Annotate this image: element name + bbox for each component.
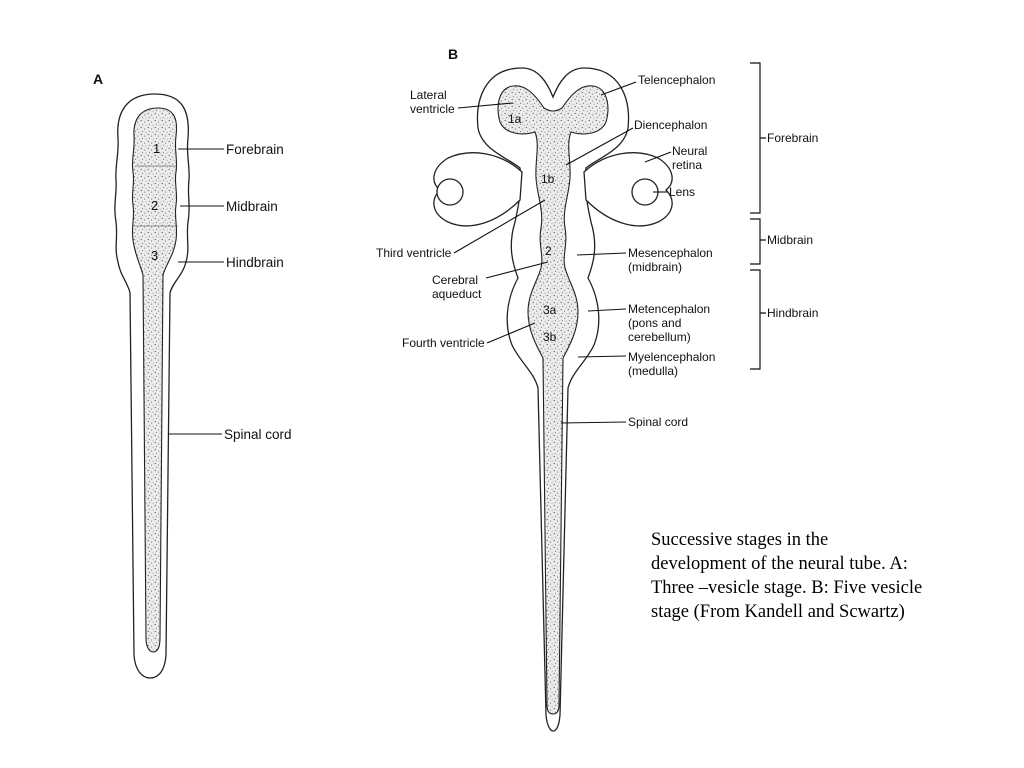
panel-a-label-midbrain: Midbrain <box>226 199 278 214</box>
panel-b-label-myelencephalon: Myelencephalon (medulla) <box>628 350 719 378</box>
panel-b-label-lens: Lens <box>669 185 695 199</box>
panel-b-label-cerebral-aqueduct: Cerebral aqueduct <box>432 273 482 301</box>
panel-a-vesicle-2: 2 <box>151 198 158 213</box>
panel-b-vesicle-3a: 3a <box>543 303 557 317</box>
panel-b-cerebral-aqueduct-leader <box>485 261 549 279</box>
panel-b-telencephalon-leader <box>600 81 637 96</box>
panel-b-midbrain-bracket <box>750 218 766 265</box>
panel-b-label-third-ventricle: Third ventricle <box>376 246 452 260</box>
panel-b-hindbrain-bracket <box>750 269 766 370</box>
panel-a-vesicle-3: 3 <box>151 248 158 263</box>
panel-b-myelencephalon-leader <box>577 355 627 358</box>
panel-b-neural-retina-leader <box>644 151 672 163</box>
panel-b-vesicle-3b: 3b <box>543 330 557 344</box>
caption-line-3: Three –vesicle stage. B: Five vesicle <box>651 578 923 598</box>
panel-b-lumen <box>497 85 609 715</box>
panel-b-fourth-ventricle-leader <box>486 322 536 344</box>
panel-b-label-telencephalon: Telencephalon <box>638 73 715 87</box>
panel-a-letter: A <box>93 71 103 87</box>
panel-b-lateral-ventricle-leader <box>457 102 514 109</box>
panel-a-label-hindbrain: Hindbrain <box>226 255 284 270</box>
panel-a-label-forebrain: Forebrain <box>226 142 284 157</box>
panel-b-vesicle-1a: 1a <box>508 112 522 126</box>
caption-line-4: stage (From Kandell and Scwartz) <box>651 602 905 622</box>
panel-b: B 1a 1b 2 3a 3b Lateral ventric <box>376 46 818 732</box>
panel-b-third-ventricle-leader <box>453 199 546 254</box>
caption-line-1: Successive stages in the <box>651 530 829 550</box>
panel-b-label-neural-retina: Neural retina <box>672 144 711 172</box>
panel-b-diencephalon-leader <box>565 127 634 166</box>
panel-b-label-metencephalon: Metencephalon (pons and cerebellum) <box>628 302 713 344</box>
panel-a-label-spinal-cord: Spinal cord <box>224 427 292 442</box>
figure-caption: Successive stages in the development of … <box>651 528 1001 624</box>
panel-b-label-fourth-ventricle: Fourth ventricle <box>402 336 485 350</box>
panel-b-left-lens <box>436 178 464 206</box>
panel-a: A 1 2 3 Forebrain Midbrain Hindbrain Spi… <box>93 71 292 679</box>
panel-b-label-lateral-ventricle: Lateral ventricle <box>410 88 455 116</box>
panel-b-metencephalon-leader <box>587 308 627 312</box>
panel-b-mesencephalon-leader <box>576 252 627 256</box>
panel-b-vesicle-2: 2 <box>545 244 552 258</box>
panel-b-letter: B <box>448 46 458 62</box>
panel-b-bracket-label-forebrain: Forebrain <box>767 131 818 145</box>
caption-line-2: development of the neural tube. A: <box>651 554 908 574</box>
panel-b-bracket-label-hindbrain: Hindbrain <box>767 306 818 320</box>
panel-a-lumen <box>131 107 178 653</box>
panel-b-right-optic-cup <box>583 152 673 227</box>
panel-b-forebrain-bracket <box>750 62 766 214</box>
panel-b-label-mesencephalon: Mesencephalon (midbrain) <box>628 246 716 274</box>
panel-b-label-spinal-cord: Spinal cord <box>628 415 688 429</box>
panel-b-spinal-cord-leader <box>560 421 627 424</box>
panel-b-label-diencephalon: Diencephalon <box>634 118 707 132</box>
panel-a-vesicle-1: 1 <box>153 141 160 156</box>
panel-b-bracket-label-midbrain: Midbrain <box>767 233 813 247</box>
panel-b-vesicle-1b: 1b <box>541 172 555 186</box>
